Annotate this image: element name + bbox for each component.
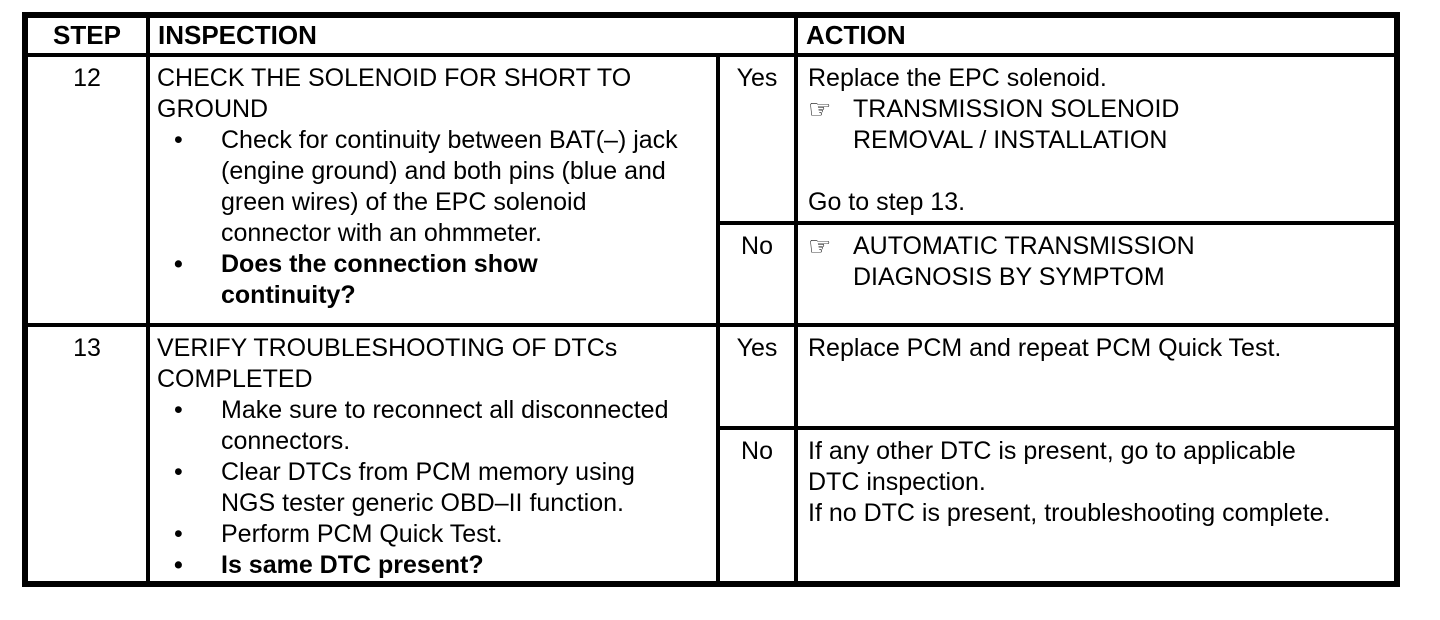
inspection-cell: CHECK THE SOLENOID FOR SHORT TO GROUND •… [146, 53, 720, 327]
no-cell: No [716, 425, 798, 587]
action-text: Replace PCM and repeat PCM Quick Test. [808, 334, 1282, 362]
table-row: 13 VERIFY TROUBLESHOOTING OF DTCs COMPLE… [23, 323, 1399, 586]
inspection-title: VERIFY TROUBLESHOOTING OF DTCs COMPLETED [157, 334, 618, 393]
bullet-icon: • [174, 396, 183, 424]
bullet-item: • Is same DTC present? [157, 550, 712, 580]
bullet-text: Check for continuity between BAT(–) jack… [221, 126, 678, 247]
troubleshooting-table: STEP INSPECTION ACTION 12 CHECK THE SOLE… [22, 12, 1400, 587]
yes-cell: Yes [716, 53, 798, 225]
bullet-item: • Clear DTCs from PCM memory using NGS t… [157, 457, 712, 519]
bullet-icon: • [174, 126, 183, 154]
bullet-icon: • [174, 458, 183, 486]
pointing-hand-icon: ☞ [808, 94, 832, 124]
action-column-header: ACTION [794, 13, 1399, 57]
bullet-item: • Check for continuity between BAT(–) ja… [157, 125, 712, 249]
bullet-text: Perform PCM Quick Test. [221, 520, 503, 548]
table-row: No If any other DTC is present, go to ap… [25, 425, 1399, 587]
pointing-hand-icon: ☞ [808, 231, 832, 261]
bullet-item: • Perform PCM Quick Test. [157, 519, 712, 550]
inspection-column-header: INSPECTION [146, 13, 798, 57]
yes-cell: Yes [716, 323, 798, 430]
manual-reference: ☞ TRANSMISSION SOLENOID REMOVAL / INSTAL… [808, 94, 1388, 156]
bullet-text-question: Is same DTC present? [221, 551, 484, 579]
no-cell: No [716, 221, 798, 327]
bullet-item: • Make sure to reconnect all disconnecte… [157, 395, 712, 457]
step-number: 12 [23, 53, 150, 327]
table-row: 12 CHECK THE SOLENOID FOR SHORT TO GROUN… [23, 53, 1399, 327]
action-cell-yes: Replace the EPC solenoid. ☞ TRANSMISSION… [794, 53, 1399, 225]
action-text: Replace the EPC solenoid. [808, 64, 1107, 92]
action-cell-no: ☞ AUTOMATIC TRANSMISSION DIAGNOSIS BY SY… [794, 221, 1399, 327]
bullet-icon: • [174, 250, 183, 278]
action-footer: Go to step 13. [808, 188, 966, 216]
inspection-cell: VERIFY TROUBLESHOOTING OF DTCs COMPLETED… [146, 323, 720, 586]
table-row: No ☞ AUTOMATIC TRANSMISSION DIAGNOSIS BY… [25, 221, 1399, 327]
table-header-row: STEP INSPECTION ACTION [23, 13, 1399, 57]
bullet-text: Make sure to reconnect all disconnected … [221, 396, 669, 455]
step-column-header: STEP [23, 13, 150, 57]
reference-text: TRANSMISSION SOLENOID REMOVAL / INSTALLA… [853, 95, 1180, 154]
reference-text: AUTOMATIC TRANSMISSION DIAGNOSIS BY SYMP… [853, 232, 1195, 291]
manual-reference: ☞ AUTOMATIC TRANSMISSION DIAGNOSIS BY SY… [808, 231, 1388, 293]
bullet-icon: • [174, 520, 183, 548]
step-number: 13 [23, 323, 150, 586]
inspection-title: CHECK THE SOLENOID FOR SHORT TO GROUND [157, 64, 632, 123]
bullet-text-question: Does the connection show continuity? [221, 250, 538, 309]
action-cell-yes: Replace PCM and repeat PCM Quick Test. [794, 323, 1399, 430]
bullet-icon: • [174, 551, 183, 579]
bullet-item: • Does the connection show continuity? [157, 249, 712, 311]
action-cell-no: If any other DTC is present, go to appli… [794, 425, 1399, 587]
bullet-text: Clear DTCs from PCM memory using NGS tes… [221, 458, 635, 517]
action-text: If any other DTC is present, go to appli… [808, 436, 1331, 527]
